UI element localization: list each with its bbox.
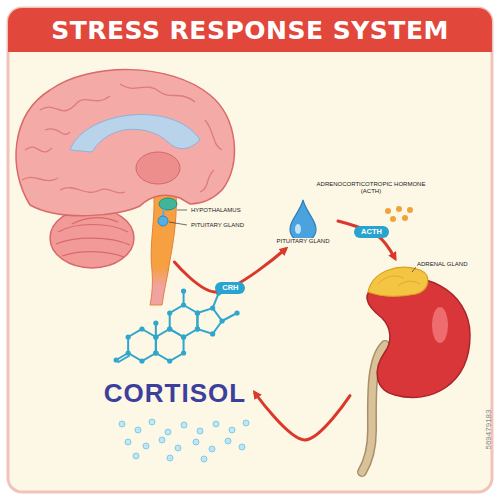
molecule-atom	[181, 288, 186, 293]
cortisol-molecule	[114, 288, 240, 363]
illustration-part	[290, 200, 316, 241]
kidney-node: ADRENAL GLAND	[350, 258, 478, 406]
molecule-atom	[195, 326, 200, 331]
molecule-atom	[181, 350, 186, 355]
kidney-illustration	[362, 267, 470, 472]
brain-illustration	[16, 70, 234, 305]
illustration-part	[150, 180, 176, 305]
molecule-atom	[219, 318, 224, 323]
illustration-part	[396, 206, 402, 212]
illustration-part	[159, 198, 177, 210]
molecule-atom	[167, 310, 172, 315]
cortisol-dot	[239, 444, 245, 450]
part-label: PITUITARY GLAND	[190, 222, 245, 229]
molecule-atom	[210, 331, 215, 336]
cortisol-dot	[225, 438, 231, 444]
molecule-atom	[195, 310, 200, 315]
molecule-bond	[118, 356, 130, 363]
molecule-atom	[195, 326, 200, 331]
illustration-part	[378, 276, 420, 286]
cortisol-dot	[201, 456, 207, 462]
title: STRESS RESPONSE SYSTEM	[51, 16, 449, 45]
molecule-atom	[114, 357, 119, 362]
molecule-atom	[139, 358, 144, 363]
illustration-part	[16, 70, 234, 216]
molecule-atom	[210, 305, 215, 310]
molecule-atom	[195, 310, 200, 315]
cortisol-dot	[143, 443, 149, 449]
illustration-part	[169, 210, 187, 225]
illustration-part	[385, 208, 391, 214]
cortisol-dot	[175, 445, 181, 451]
title-banner: STRESS RESPONSE SYSTEM	[8, 8, 492, 52]
node-label: PITUITARY GLAND	[275, 238, 330, 245]
hormone-pill: CRH	[215, 282, 245, 294]
pituitary-node: PITUITARY GLAND	[268, 193, 338, 249]
illustration-part	[70, 115, 200, 152]
hormone-arrow	[338, 221, 395, 258]
illustration-part	[136, 152, 180, 184]
cortisol-dot	[135, 427, 141, 433]
node-label: CORTISOL	[104, 378, 246, 408]
molecule-ring	[128, 329, 156, 361]
illustration-part	[56, 218, 130, 257]
cortisol-dot	[197, 428, 203, 434]
molecule-atom	[181, 334, 186, 339]
illustration-part	[407, 207, 413, 213]
molecule-atom	[153, 320, 158, 325]
illustration-part	[163, 209, 164, 216]
illustration-part	[368, 267, 428, 296]
illustration-part	[432, 307, 448, 343]
cortisol-dot	[167, 455, 173, 461]
illustration-part	[22, 84, 222, 193]
cortisol-dot	[125, 439, 131, 445]
molecule-atom	[167, 358, 172, 363]
hormone-pill: ACTH	[354, 226, 389, 238]
cortisol-dot	[159, 437, 165, 443]
panel	[8, 8, 492, 492]
molecule-atom	[153, 334, 158, 339]
illustration-part	[50, 208, 134, 268]
cortisol-dot	[181, 422, 187, 428]
hormone-arrow	[255, 393, 350, 440]
cortisol-dot	[165, 429, 171, 435]
molecule-atom	[153, 350, 158, 355]
acth-dots	[385, 206, 413, 222]
cortisol-dots	[119, 419, 249, 462]
illustration-part	[402, 215, 408, 221]
cortisol-dot	[209, 446, 215, 452]
cortisol-dot	[193, 439, 199, 445]
molecule-atom	[126, 334, 131, 339]
cortisol-dot	[243, 420, 249, 426]
watermark: 569479183	[484, 407, 493, 452]
cortisol-dot	[149, 419, 155, 425]
molecule-atom	[234, 310, 239, 315]
molecule-atom	[167, 326, 172, 331]
molecule-atom	[167, 326, 172, 331]
node-label: HYPOTHALAMUS	[190, 207, 242, 214]
brain-node: HYPOTHALAMUS	[8, 68, 264, 262]
cortisol-dot	[213, 421, 219, 427]
molecule-atom	[126, 350, 131, 355]
molecule-ring	[197, 308, 222, 334]
illustration-part	[295, 224, 301, 234]
molecule-ring	[170, 305, 198, 337]
molecule-atom	[153, 350, 158, 355]
molecule-atom	[153, 334, 158, 339]
molecule-atom	[181, 302, 186, 307]
molecule-atom	[139, 326, 144, 331]
molecule-atom	[181, 334, 186, 339]
pituitary-illustration	[290, 200, 316, 241]
cortisol-dot	[119, 421, 125, 427]
illustration-part	[158, 216, 168, 226]
illustration-part	[390, 216, 396, 222]
node-label: ADRENAL GLAND	[416, 261, 468, 268]
cortisol-node: CORTISOL	[95, 372, 255, 414]
hormone-label: ADRENOCORTICOTROPIC HORMONE (ACTH)	[312, 181, 430, 195]
cortisol-dot	[133, 453, 139, 459]
cortisol-dot	[229, 427, 235, 433]
